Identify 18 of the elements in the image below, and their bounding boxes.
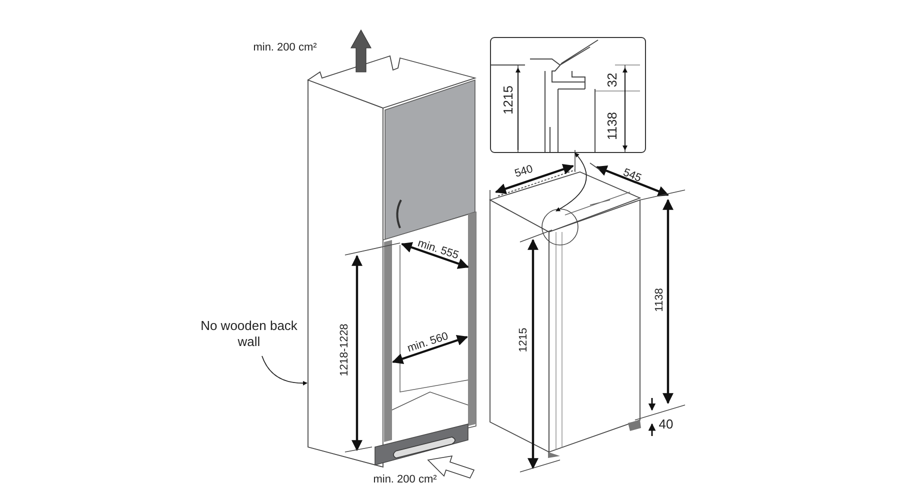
dimension-label: min. 555	[416, 238, 460, 262]
airflow-label: min. 200 cm²	[253, 42, 317, 54]
dimension-label: min. 560	[406, 331, 450, 355]
airflow-label: min. 200 cm²	[373, 474, 437, 486]
detail-circle	[541, 208, 579, 246]
note-text: No wooden back wall	[198, 318, 300, 352]
dimension-label: 1215	[518, 328, 530, 352]
curved-arrow	[556, 152, 587, 212]
dimension-label: 1215	[502, 86, 514, 114]
dimension-label: 32	[606, 72, 618, 88]
dimension-label: 1218-1228	[340, 324, 350, 376]
curved-arrow	[262, 356, 308, 386]
detail-inset	[490, 37, 646, 153]
dimension-label: 40	[658, 418, 674, 430]
dimension-label: 1138	[654, 288, 666, 312]
dimension-label: 1138	[606, 112, 618, 140]
dimension-label: 540	[514, 164, 534, 180]
dimension-label: 545	[621, 167, 643, 185]
